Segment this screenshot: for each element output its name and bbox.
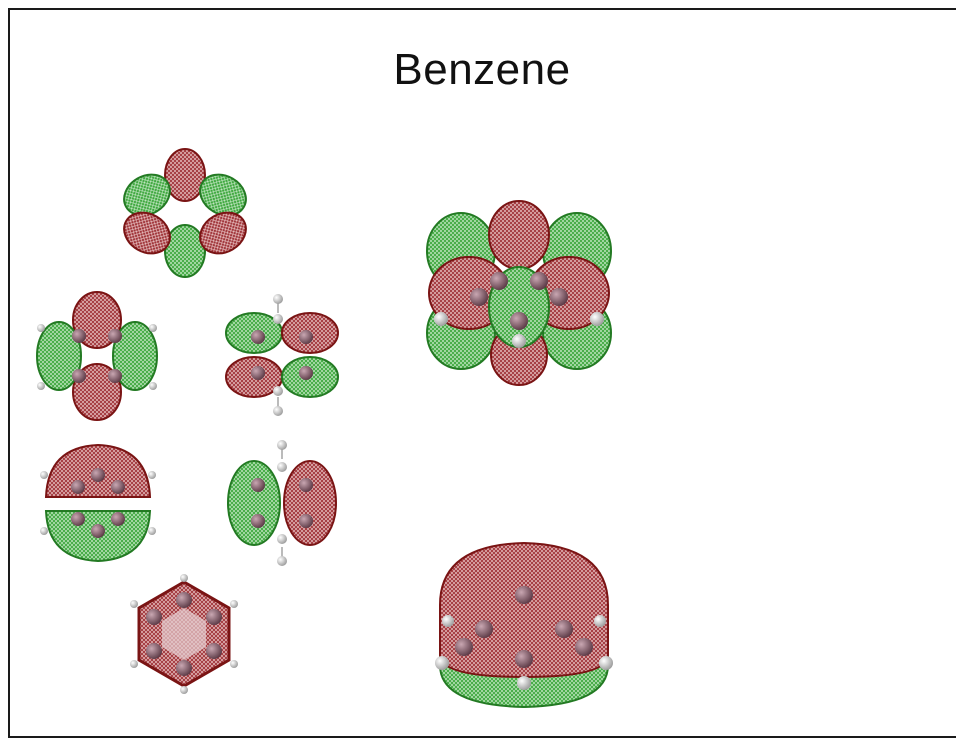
orbital-mid-left-four-lobe [32, 290, 162, 422]
orbital-mid-center-four-lobe [222, 294, 342, 416]
orbital-lower-left-two-lobe [38, 440, 158, 566]
orbital-lower-center-two-lobe [222, 440, 342, 566]
orbital-bottom-left-ring [122, 572, 246, 696]
orbital-right-bottom-side-view [434, 540, 614, 710]
slide-title: Benzene [0, 45, 956, 95]
orbital-right-top-side-view [424, 198, 614, 388]
orbital-top-left-six-lobe [120, 148, 250, 278]
